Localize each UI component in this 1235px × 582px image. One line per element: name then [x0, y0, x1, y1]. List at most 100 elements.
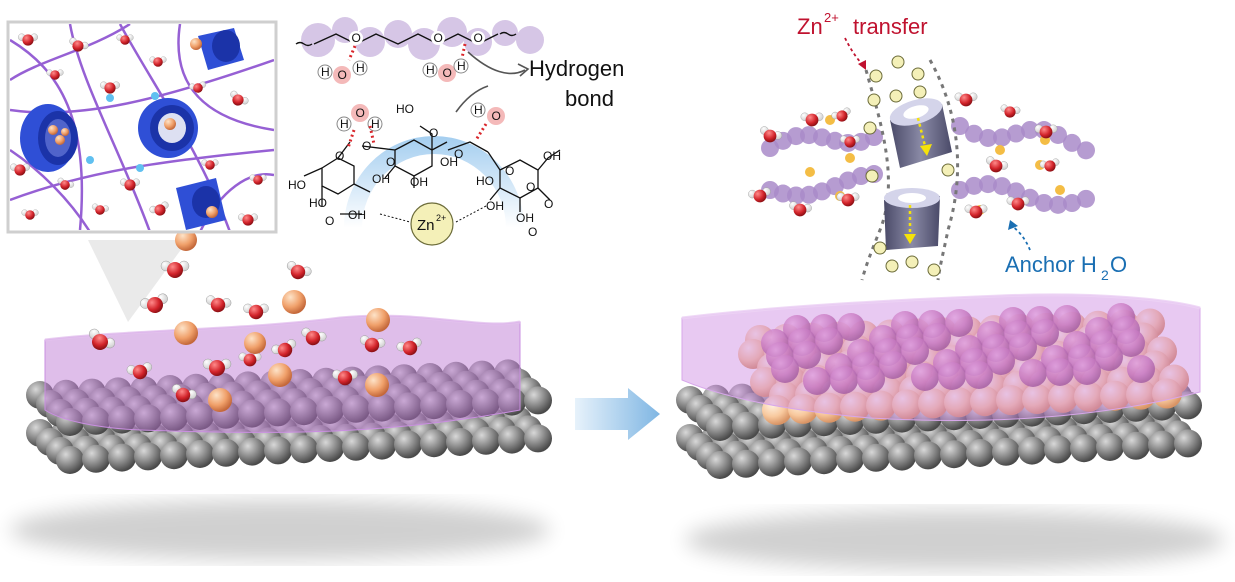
left-substrate-ball: [56, 446, 84, 474]
small-yellow-dot: [805, 167, 815, 177]
channel-zn-ion: [870, 70, 882, 82]
channel-zn-ion: [906, 256, 918, 268]
atom-oh-5: OH: [486, 199, 504, 213]
zn-ion-ball: [282, 290, 306, 314]
right-substrate-ball: [784, 447, 812, 475]
anchor-arrow-icon: [1012, 226, 1030, 250]
chemical-structure: O O O O H H O H H: [288, 17, 624, 245]
right-substrate-ball: [914, 441, 942, 469]
anchored-water: [983, 155, 1009, 175]
pore-ring-2: [138, 98, 198, 158]
w4-h1: H: [474, 103, 483, 117]
zn-transfer-base: Zn: [797, 14, 823, 39]
peg-beads: [301, 17, 544, 60]
transport-scheme: Zn 2+ transfer Anchor H 2 O: [748, 10, 1127, 283]
water-upper-right: O H H: [423, 59, 468, 82]
left-substrate-ball: [238, 438, 266, 466]
zn-ion-ball: [366, 308, 390, 332]
atom-o-6: O: [505, 164, 514, 178]
inset-cation-dot: [151, 92, 159, 100]
anchor-sub: 2: [1101, 267, 1109, 283]
zn-ion: Zn 2+: [411, 203, 453, 245]
anchor-word: Anchor H: [1005, 252, 1097, 277]
left-substrate-ball: [212, 439, 240, 467]
atom-o-8: O: [544, 197, 553, 211]
water-molecule: [284, 260, 313, 283]
w3-o: O: [356, 106, 365, 120]
w2-o: O: [443, 66, 452, 80]
right-substrate-ball: [1122, 432, 1150, 460]
right-substrate-ball: [992, 438, 1020, 466]
atom-o-10: O: [325, 214, 334, 228]
w1-o: O: [338, 68, 347, 82]
channel-zn-ion: [874, 242, 886, 254]
right-substrate-ball: [810, 446, 838, 474]
anchored-water: [955, 93, 977, 107]
anchored-water: [1039, 158, 1060, 173]
w1-h1: H: [321, 65, 330, 79]
left-substrate-ball: [368, 432, 396, 460]
inset-callout-cone: [88, 240, 188, 322]
zn-ion-ball: [174, 321, 198, 345]
right-substrate-ball: [706, 413, 734, 441]
left-substrate-ball: [342, 433, 370, 461]
left-substrate-ball: [498, 426, 526, 454]
channel-zn-ion: [868, 94, 880, 106]
left-substrate-ball: [186, 440, 214, 468]
zn-transfer-label: Zn 2+ transfer: [797, 10, 928, 70]
channel-zn-ion: [942, 164, 954, 176]
anchored-water: [1007, 197, 1029, 211]
right-substrate-ball: [758, 449, 786, 477]
w3-h2: H: [371, 117, 380, 131]
left-substrate-ball: [420, 429, 448, 457]
right-substrate-ball: [940, 440, 968, 468]
w2-h2: H: [457, 59, 466, 73]
anchor-arrow-head: [1008, 220, 1018, 230]
inset-cation-dot: [136, 164, 144, 172]
hydrogen-bond-label: Hydrogen: [529, 56, 624, 81]
left-substrate-ball: [160, 441, 188, 469]
right-substrate-ball: [966, 439, 994, 467]
atom-o-5: O: [386, 155, 395, 169]
polymer-bead: [1077, 141, 1095, 159]
left-slab-shadow: [10, 500, 550, 560]
channel-zn-ion: [890, 90, 902, 102]
anchored-water: [965, 205, 987, 219]
atom-oh-2: OH: [372, 172, 390, 186]
peg-o-2: O: [434, 31, 443, 45]
left-substrate-ball: [316, 434, 344, 462]
atom-o-1: O: [362, 139, 371, 153]
w1-h2: H: [356, 61, 365, 75]
anchor-h2o-label: Anchor H 2 O: [1005, 220, 1127, 283]
water-mid-right: O H: [471, 103, 505, 125]
zn-ion-ball: [244, 332, 266, 354]
small-yellow-dot: [1055, 185, 1065, 195]
water-upper-left: O H H: [318, 61, 367, 84]
atom-ho-1: HO: [396, 102, 414, 116]
small-yellow-dot: [845, 153, 855, 163]
channel-zn-ion: [866, 170, 878, 182]
channel-zn-ion: [892, 56, 904, 68]
left-substrate-ball: [472, 427, 500, 455]
atom-o-7: O: [526, 180, 535, 194]
channel-zn-ion: [928, 264, 940, 276]
left-substrate-ball: [108, 444, 136, 472]
atom-o-2: O: [429, 126, 438, 140]
dashed-arrow-icon: [845, 38, 864, 66]
right-substrate-ball: [1044, 435, 1072, 463]
atom-oh-3: OH: [410, 175, 428, 189]
water-molecule: [161, 261, 189, 278]
channel-zn-ion: [912, 68, 924, 80]
dashed-arrow-head: [858, 60, 866, 70]
zn-ion-ball: [208, 388, 232, 412]
atom-o-9: O: [528, 225, 537, 239]
curved-arrow-head: [518, 64, 528, 76]
right-slab-shadow: [685, 510, 1225, 570]
right-substrate-ball: [836, 445, 864, 473]
w2-h1: H: [426, 63, 435, 77]
peg-o-3: O: [474, 31, 483, 45]
right-membrane: [682, 295, 1200, 421]
left-substrate-ball: [524, 386, 552, 414]
left-substrate-ball: [446, 428, 474, 456]
